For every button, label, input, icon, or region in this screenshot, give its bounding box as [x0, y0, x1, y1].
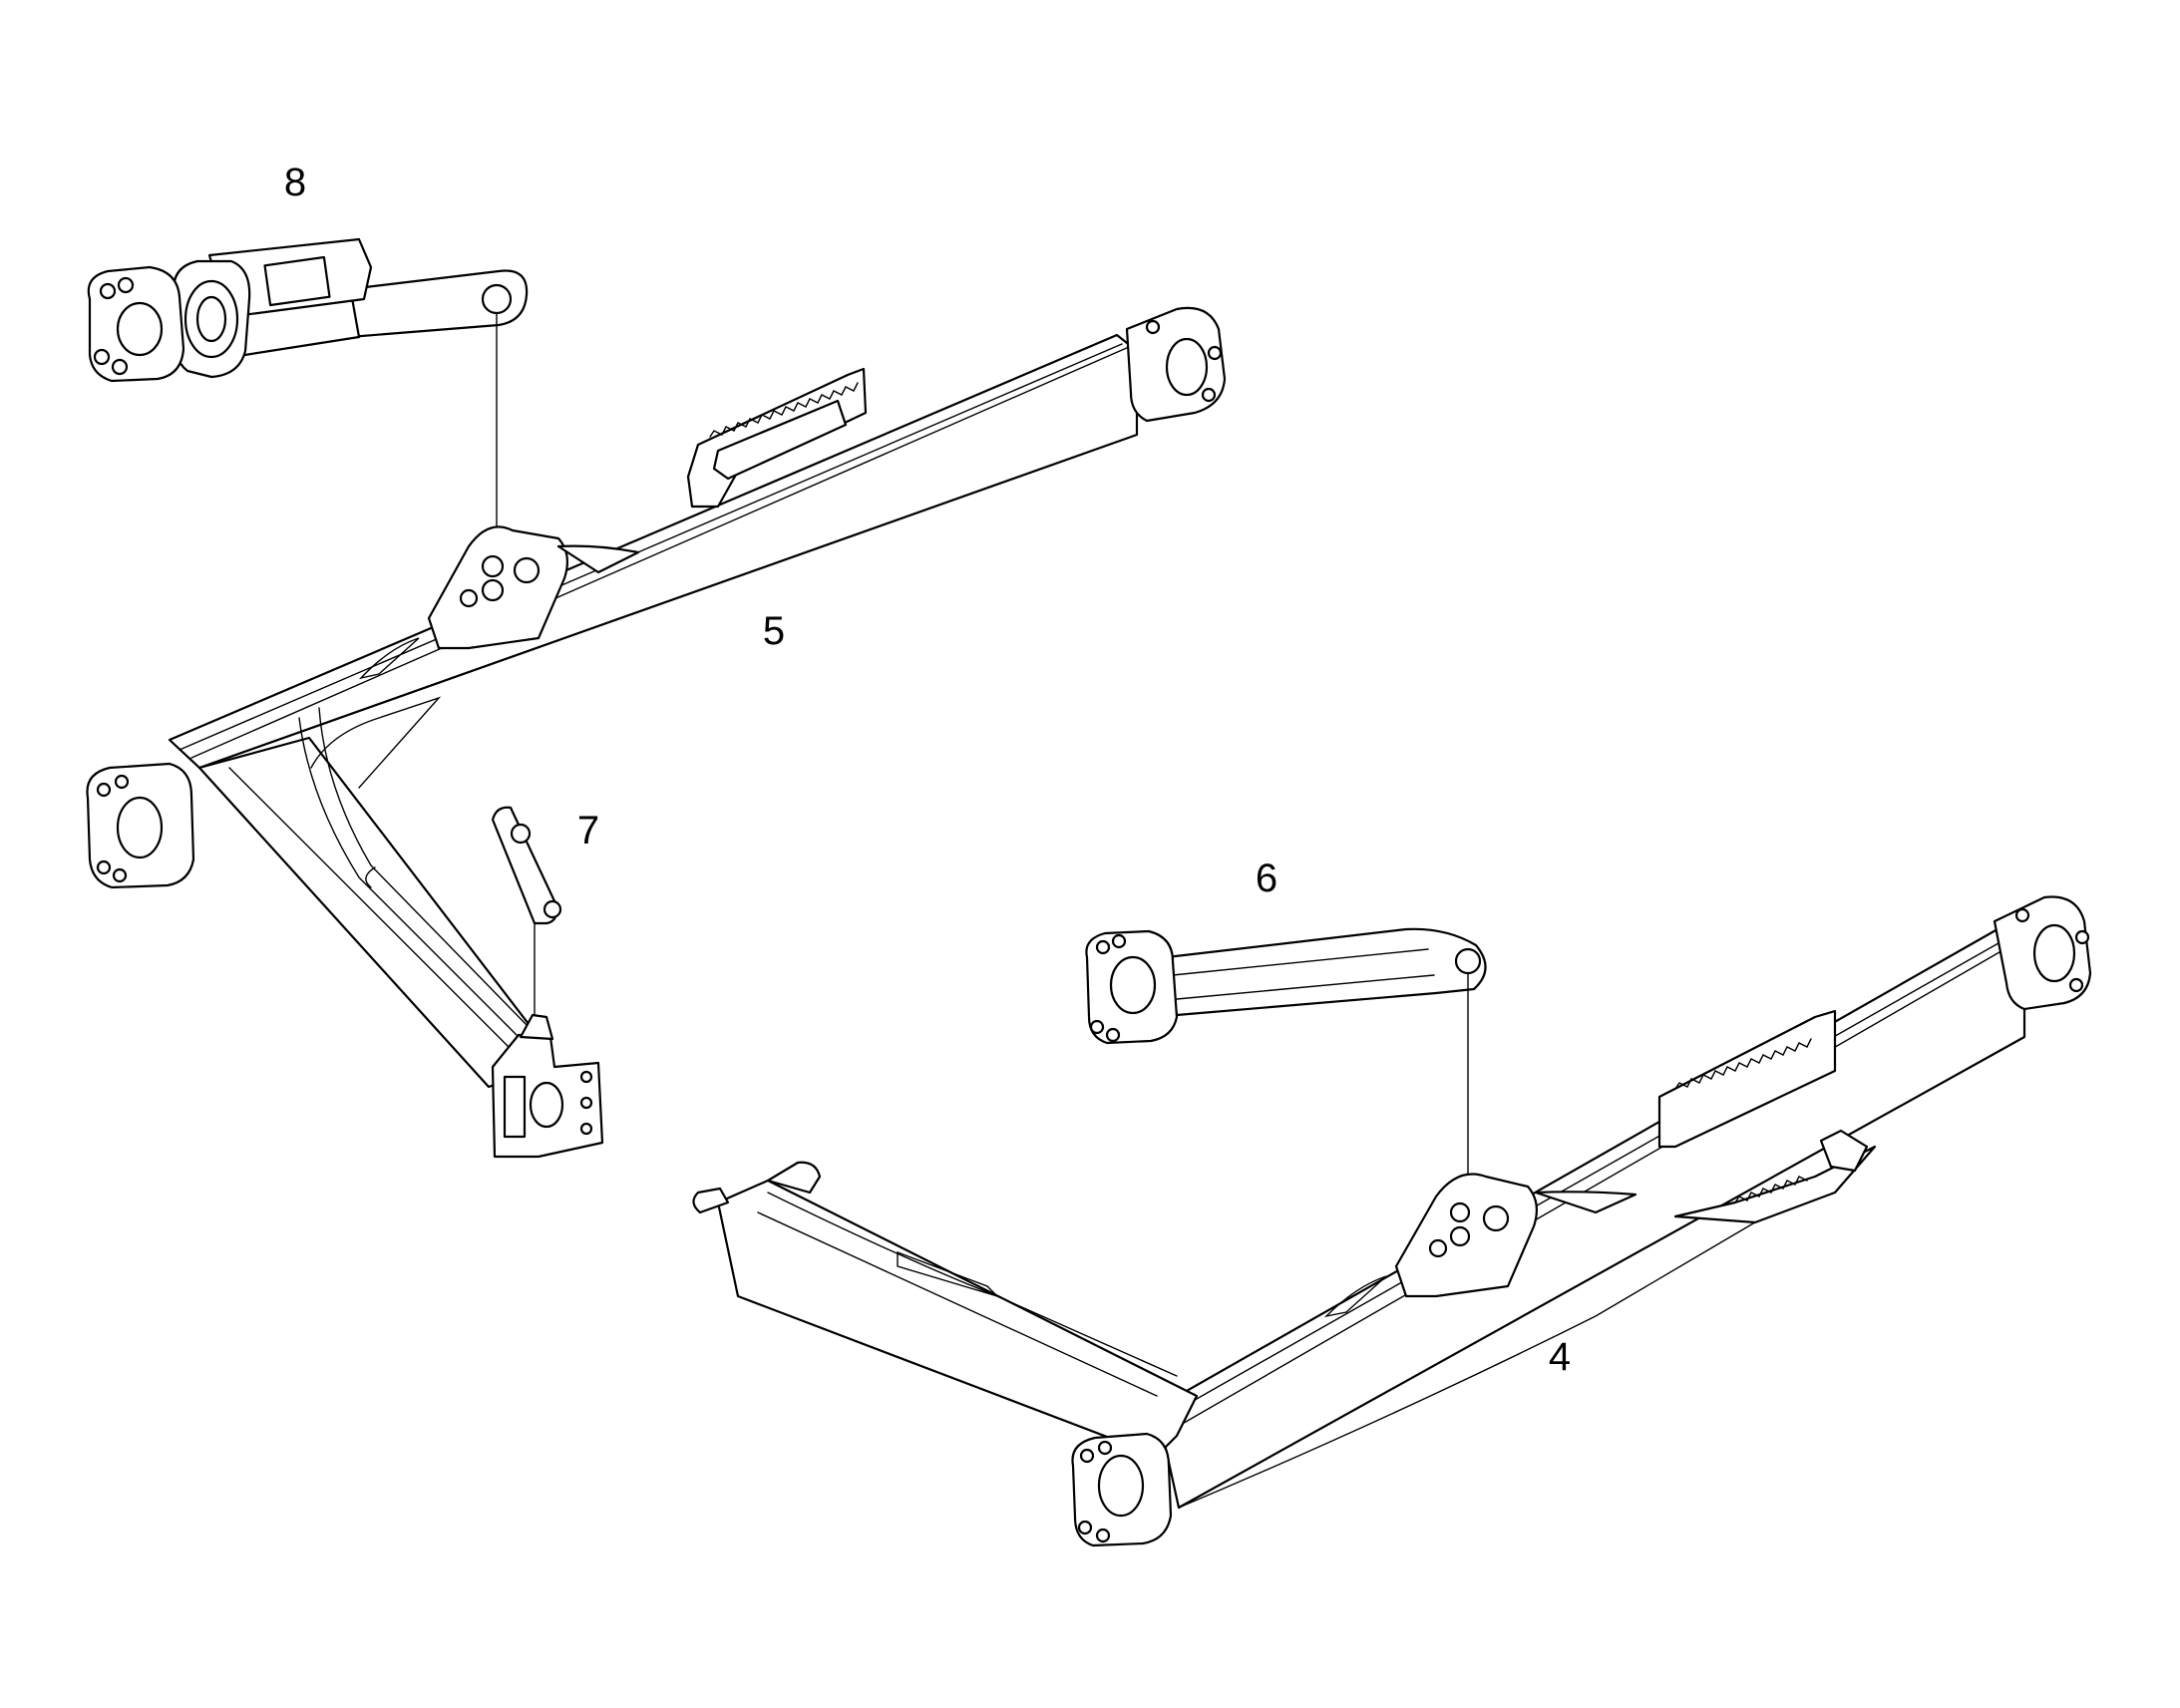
part-8-cylinder — [87, 237, 529, 538]
callout-5: 5 — [763, 609, 785, 653]
part-6-link-arm — [1085, 927, 1487, 1187]
part-4-boom-frame — [692, 895, 2092, 1547]
callout-6: 6 — [1256, 856, 1277, 900]
callout-4: 4 — [1549, 1335, 1571, 1379]
part-5-boom-frame — [86, 306, 1227, 1089]
callout-7: 7 — [577, 809, 599, 853]
part-5-lower-bracket — [491, 1013, 604, 1159]
callout-8: 8 — [284, 161, 306, 204]
